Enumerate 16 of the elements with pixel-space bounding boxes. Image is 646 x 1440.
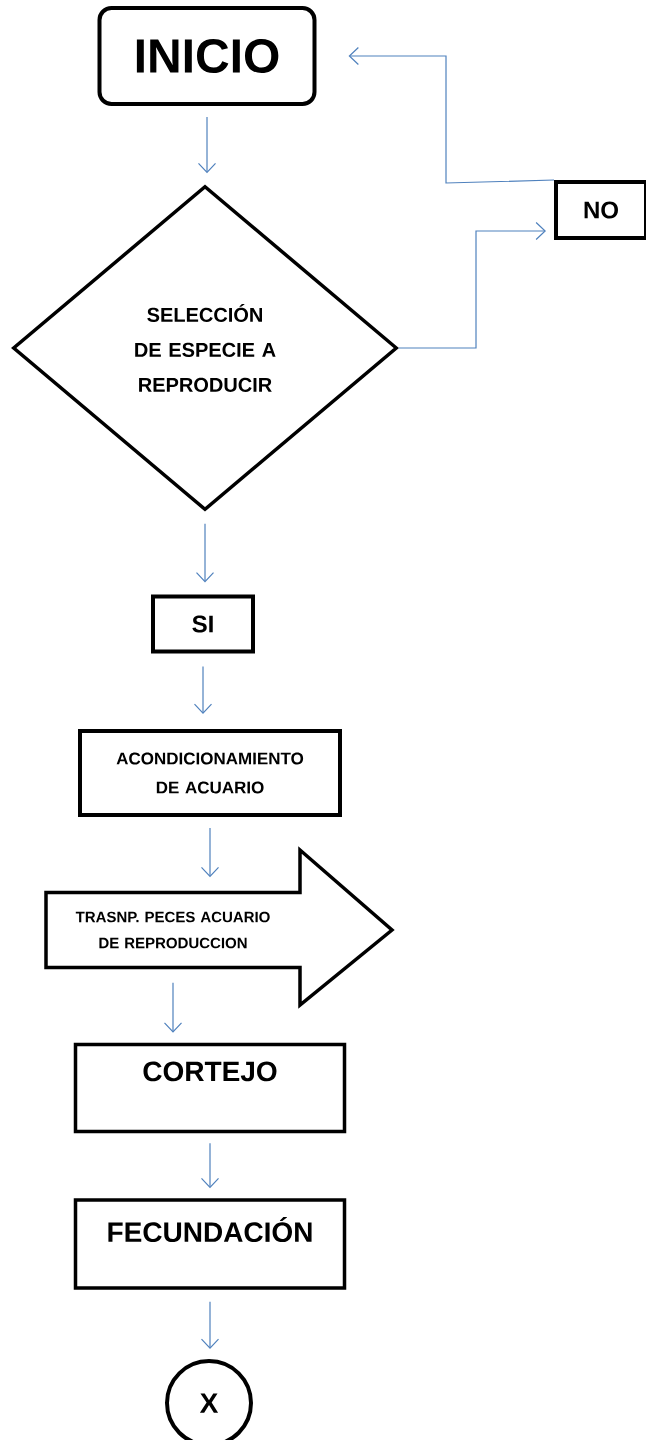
process-box: SI [151, 594, 255, 654]
arrow-shape-box: TRASNP. PECES ACUARIO DE REPRODUCCION [44, 846, 395, 1009]
arrow [193, 665, 213, 714]
arrow [163, 982, 183, 1033]
arrow [200, 1301, 220, 1349]
arrow [195, 523, 215, 583]
arrow [197, 116, 217, 174]
process-box: CORTEJO [73, 1042, 347, 1134]
arrow [200, 1142, 220, 1189]
process-box: NO [554, 180, 646, 240]
process-box: FECUNDACIÓN [73, 1198, 347, 1290]
arrow [348, 46, 555, 184]
process-box: ACONDICIONAMIENTO DE ACUARIO [78, 729, 342, 817]
arrow [200, 827, 220, 878]
arrow [398, 221, 546, 349]
start-box: INICIO [97, 6, 317, 106]
